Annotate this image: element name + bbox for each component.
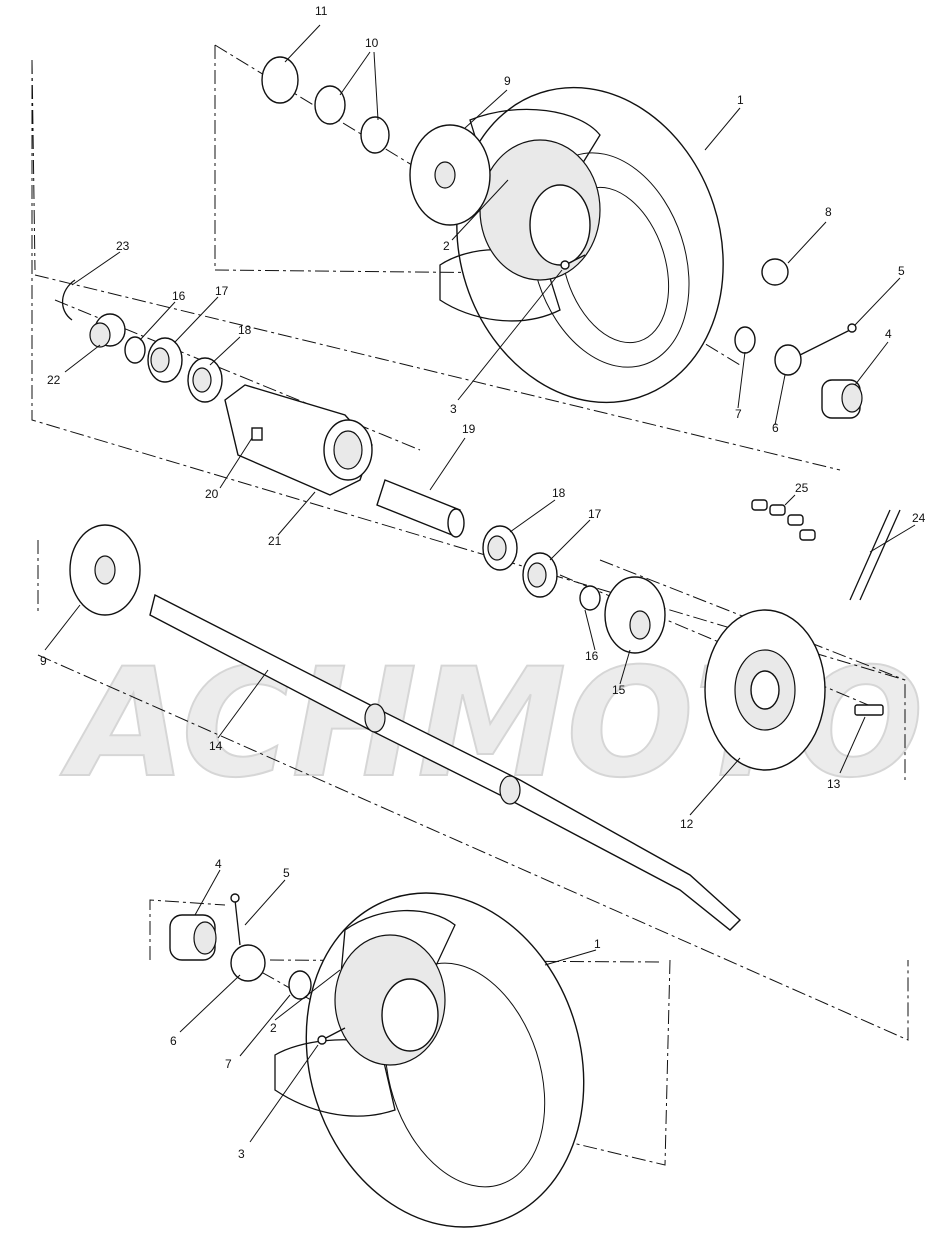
lower-castle-nut-6 [230, 944, 266, 982]
callout-5-upper: 5 [898, 264, 905, 278]
right-hub-15 [604, 576, 666, 654]
bearing-18a [187, 357, 223, 403]
callout-2-upper: 2 [443, 239, 450, 253]
callout-13: 13 [827, 777, 841, 791]
upper-castle-nut-6 [774, 344, 802, 376]
callout-24: 24 [912, 511, 926, 525]
callout-16-upper: 16 [172, 289, 186, 303]
callout-19: 19 [462, 422, 476, 436]
lower-wheel-assembly [169, 892, 585, 1228]
housing-stud-20 [251, 427, 263, 441]
left-hub-9 [69, 524, 141, 616]
seal-17a [147, 337, 183, 383]
callout-5-lower: 5 [283, 866, 290, 880]
lower-cotter-pin-5 [230, 893, 241, 946]
drive-chain-24 [849, 509, 901, 601]
callout-23: 23 [116, 239, 130, 253]
lower-cap-4 [169, 914, 217, 961]
spacer-tube-19 [376, 479, 465, 538]
callout-6-upper: 6 [772, 421, 779, 435]
sprocket-12 [704, 609, 826, 771]
bolt-13 [854, 704, 884, 716]
callout-8: 8 [825, 205, 832, 219]
snap-ring-23 [61, 279, 76, 321]
callout-18-lower: 18 [552, 486, 566, 500]
upper-cotter-pin-5 [799, 323, 857, 356]
spacer-22 [89, 313, 126, 348]
callout-11: 11 [315, 4, 328, 18]
callout-2-lower: 2 [270, 1021, 277, 1035]
callout-3-upper: 3 [450, 402, 457, 416]
callout-21: 21 [268, 534, 282, 548]
lower-valve-stem [317, 1027, 346, 1045]
callout-20: 20 [205, 487, 219, 501]
callout-17-upper: 17 [215, 284, 229, 298]
callout-15: 15 [612, 683, 626, 697]
upper-washer-11 [261, 56, 299, 104]
callout-16-lower: 16 [585, 649, 599, 663]
callout-4-upper: 4 [885, 327, 892, 341]
lower-wheel-rim [334, 934, 446, 1066]
callout-22: 22 [47, 373, 61, 387]
lower-washer-7 [288, 970, 312, 1000]
axle-housing-assembly [61, 279, 601, 611]
upper-valve-stem [560, 254, 586, 270]
callout-9-lower: 9 [40, 654, 47, 668]
upper-nuts-10 [314, 85, 390, 154]
callout-10: 10 [365, 36, 379, 50]
callout-4-lower: 4 [215, 857, 222, 871]
chain-link-25 [751, 499, 816, 541]
upper-wheel-assembly [261, 56, 863, 419]
o-ring-16b [579, 585, 601, 611]
callout-6-lower: 6 [170, 1034, 177, 1048]
upper-wheel-rim [479, 139, 601, 281]
upper-cap-4 [821, 379, 863, 419]
callout-14: 14 [209, 739, 223, 753]
upper-washer-7 [734, 326, 756, 354]
callout-7-upper: 7 [735, 407, 742, 421]
axle-housing-21 [224, 384, 373, 496]
bearing-18b [482, 525, 518, 571]
upper-lug-nut-8 [761, 258, 789, 286]
callout-3-lower: 3 [238, 1147, 245, 1161]
callout-7-lower: 7 [225, 1057, 232, 1071]
callout-17-lower: 17 [588, 507, 602, 521]
o-ring-16a [124, 336, 146, 364]
callout-labels: 11 10 9 1 2 8 5 4 7 6 3 23 16 17 18 22 2… [40, 4, 926, 1161]
rear-axle-14 [149, 593, 742, 931]
leader-lines [44, 24, 916, 1143]
callout-25: 25 [795, 481, 809, 495]
callout-1-lower: 1 [594, 937, 601, 951]
upper-hub-cover [409, 124, 491, 226]
seal-17b [522, 552, 558, 598]
callout-12: 12 [680, 817, 694, 831]
callout-1-upper: 1 [737, 93, 744, 107]
callout-18-upper: 18 [238, 323, 252, 337]
callout-9-upper: 9 [504, 74, 511, 88]
